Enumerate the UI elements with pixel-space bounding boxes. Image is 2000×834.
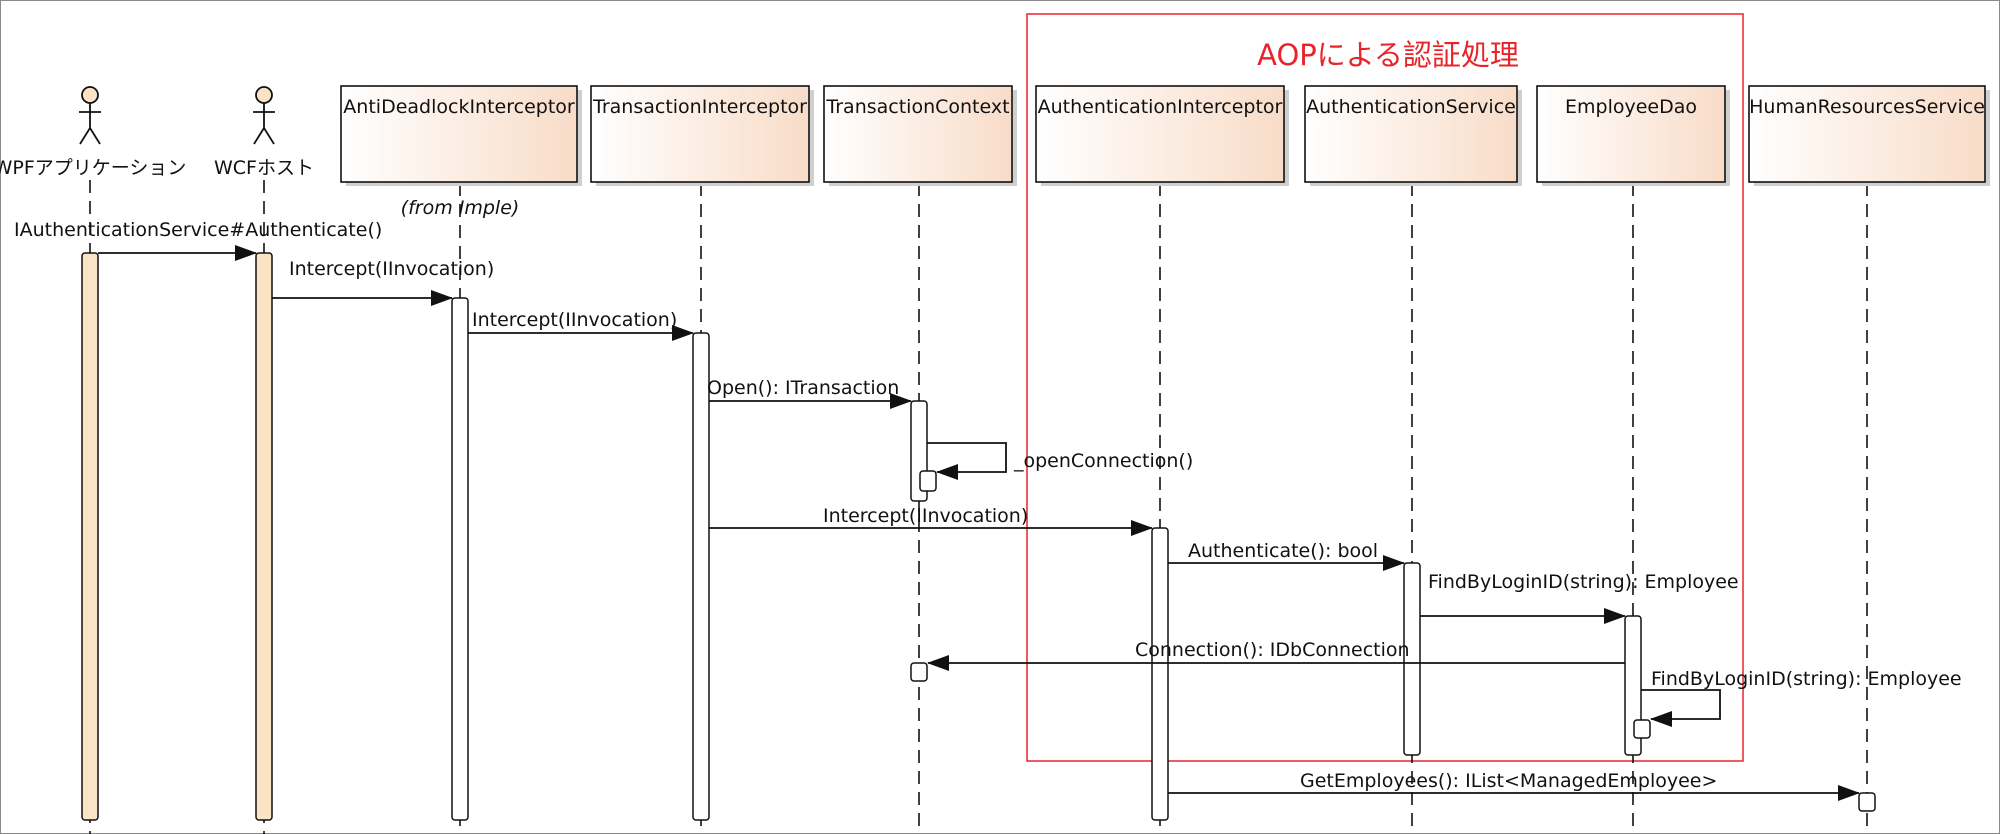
message-label: Intercept(IInvocation) bbox=[289, 258, 494, 280]
activation-ed-self bbox=[1633, 719, 1651, 739]
class-box-tc: TransactionContext bbox=[823, 85, 1017, 186]
group-frame bbox=[1026, 13, 1744, 762]
activation-hrs bbox=[1858, 792, 1876, 812]
actor-label: WCFホスト bbox=[214, 157, 314, 179]
activations bbox=[81, 252, 1876, 821]
message-arrow bbox=[1641, 689, 1721, 727]
class-label: EmployeeDao bbox=[1565, 96, 1697, 118]
class-label: AuthenticationInterceptor bbox=[1038, 96, 1283, 118]
message-label: Intercept(IInvocation) bbox=[823, 505, 1028, 527]
class-label: HumanResourcesService bbox=[1749, 96, 1985, 118]
activation-tc-self bbox=[919, 470, 937, 492]
actor-icon bbox=[79, 86, 101, 145]
message-label: Intercept(IInvocation) bbox=[472, 309, 677, 331]
activation-ai bbox=[1151, 527, 1169, 821]
activation-ti bbox=[692, 332, 710, 821]
message-label: FindByLoginID(string): Employee bbox=[1651, 668, 1962, 690]
actor-label: WPFアプリケーション bbox=[0, 157, 186, 179]
message-label: GetEmployees(): IList<ManagedEmployee> bbox=[1300, 770, 1717, 792]
activation-wpf bbox=[81, 252, 99, 821]
class-label: AntiDeadlockInterceptor bbox=[343, 96, 575, 118]
message-arrow bbox=[927, 442, 1007, 480]
class-box-ti: TransactionInterceptor bbox=[590, 85, 814, 186]
message-label: Authenticate(): bool bbox=[1188, 540, 1378, 562]
message-label: Open(): ITransaction bbox=[707, 377, 899, 399]
messages bbox=[98, 245, 1860, 801]
actor-icon bbox=[253, 86, 275, 145]
class-box-adi: AntiDeadlockInterceptor bbox=[340, 85, 582, 186]
class-box-ed: EmployeeDao bbox=[1536, 85, 1730, 186]
message-label: FindByLoginID(string): Employee bbox=[1428, 571, 1739, 593]
activation-wcf bbox=[255, 252, 273, 821]
class-box-ai: AuthenticationInterceptor bbox=[1035, 85, 1289, 186]
message-label: IAuthenticationService#Authenticate() bbox=[14, 219, 382, 241]
activation-as bbox=[1403, 562, 1421, 756]
activation-tc-conn bbox=[910, 662, 928, 682]
actor-wpf: WPFアプリケーション bbox=[0, 86, 186, 179]
message-labels: IAuthenticationService#Authenticate() In… bbox=[14, 219, 1962, 792]
message-label: _openConnection() bbox=[1013, 450, 1193, 472]
class-label: TransactionInterceptor bbox=[592, 96, 807, 118]
group-title: AOPによる認証処理 bbox=[1257, 38, 1519, 72]
from-note: (from Imple) bbox=[401, 197, 520, 219]
activation-adi bbox=[451, 297, 469, 821]
class-box-hrs: HumanResourcesService bbox=[1748, 85, 1990, 186]
actor-wcf: WCFホスト bbox=[214, 86, 314, 179]
class-label: AuthenticationService bbox=[1306, 96, 1516, 118]
class-label: TransactionContext bbox=[825, 96, 1009, 118]
message-label: Connection(): IDbConnection bbox=[1135, 639, 1410, 661]
class-box-as: AuthenticationService bbox=[1304, 85, 1522, 186]
